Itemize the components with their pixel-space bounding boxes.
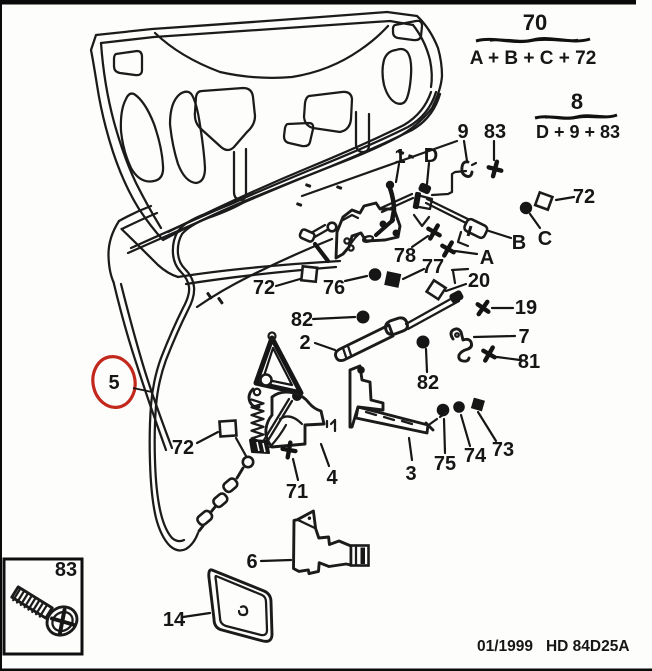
svg-text:01/1999 HD 84D25A: 01/1999 HD 84D25A [477, 638, 630, 655]
svg-text:70: 70 [523, 10, 547, 35]
svg-text:A: A [480, 247, 494, 269]
svg-text:19: 19 [515, 297, 537, 319]
svg-text:6: 6 [246, 551, 257, 573]
svg-text:2: 2 [299, 332, 310, 354]
svg-text:75: 75 [434, 453, 456, 475]
svg-text:D + 9 + 83: D + 9 + 83 [536, 122, 620, 142]
svg-text:74: 74 [464, 445, 487, 467]
svg-text:78: 78 [394, 245, 416, 267]
svg-text:20: 20 [468, 270, 490, 292]
svg-text:1: 1 [394, 146, 405, 168]
svg-text:72: 72 [253, 277, 275, 299]
svg-text:76: 76 [323, 277, 345, 299]
svg-text:4: 4 [326, 467, 338, 489]
svg-text:8: 8 [571, 89, 583, 114]
svg-text:71: 71 [286, 481, 308, 503]
svg-text:9: 9 [457, 121, 468, 143]
svg-text:73: 73 [492, 439, 514, 461]
svg-text:82: 82 [291, 309, 313, 331]
svg-text:14: 14 [163, 609, 186, 631]
svg-text:77: 77 [422, 256, 444, 278]
svg-text:3: 3 [405, 463, 416, 485]
svg-text:72: 72 [172, 437, 194, 459]
svg-text:C: C [538, 228, 552, 250]
svg-text:7: 7 [518, 326, 529, 348]
svg-text:81: 81 [518, 351, 540, 373]
svg-text:83: 83 [55, 559, 77, 581]
svg-text:83: 83 [484, 121, 506, 143]
svg-text:82: 82 [417, 372, 439, 394]
svg-text:A + B + C + 72: A + B + C + 72 [470, 48, 597, 69]
svg-text:5: 5 [108, 372, 119, 394]
svg-text:72: 72 [573, 186, 595, 208]
svg-text:B: B [512, 232, 526, 254]
svg-text:D: D [424, 145, 438, 167]
